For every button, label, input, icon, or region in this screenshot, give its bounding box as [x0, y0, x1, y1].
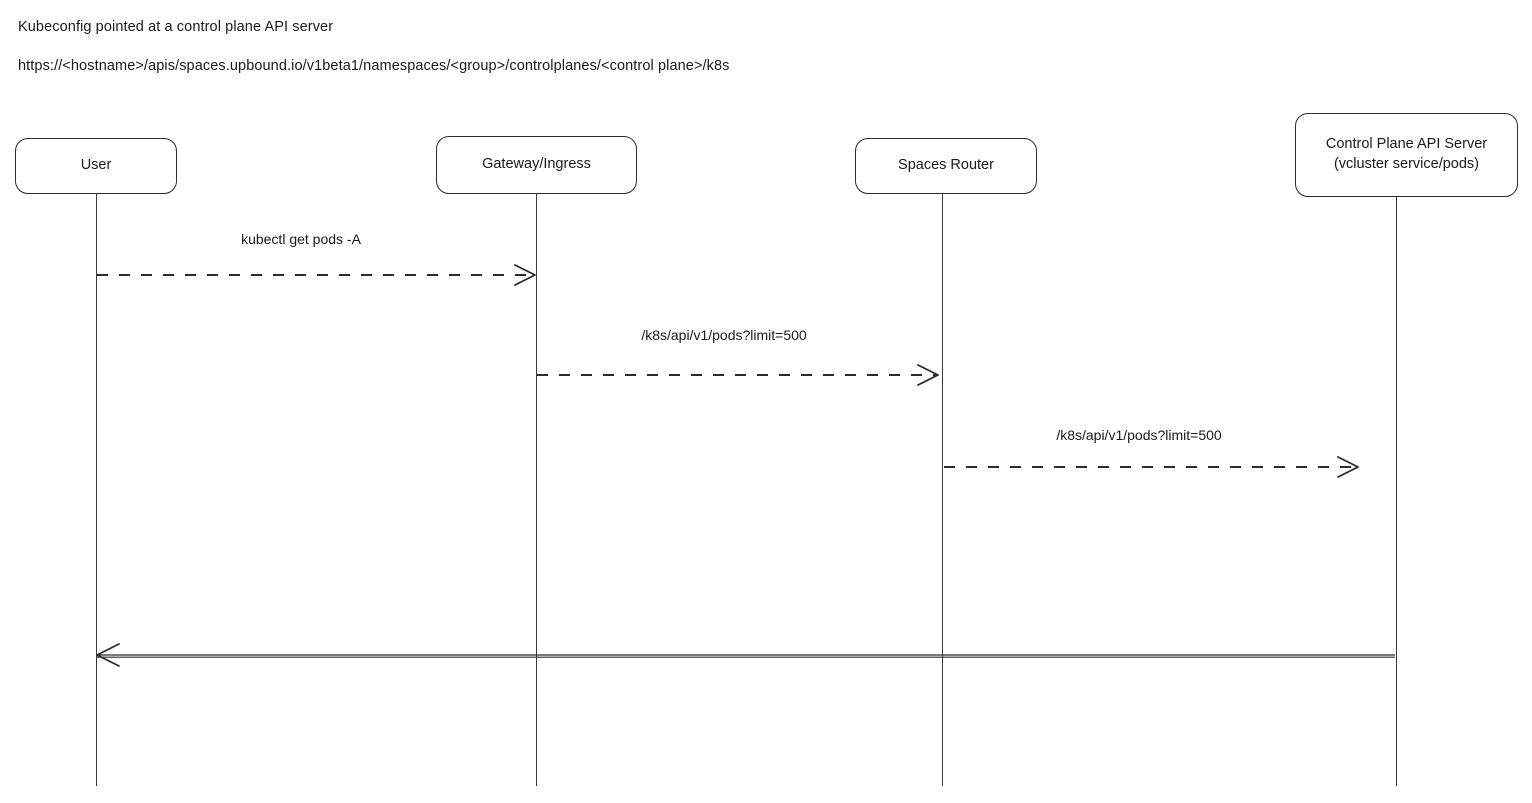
participant-user[interactable]: User	[15, 138, 177, 194]
participant-gateway[interactable]: Gateway/Ingress	[436, 136, 637, 194]
diagram-header-title: Kubeconfig pointed at a control plane AP…	[18, 19, 334, 35]
message-label-m1: kubectl get pods -A	[241, 231, 361, 247]
participant-router[interactable]: Spaces Router	[855, 138, 1037, 194]
participant-label: Control Plane API Server (vcluster servi…	[1325, 136, 1488, 172]
lifeline-gateway	[536, 194, 537, 786]
arrowhead-icon	[917, 364, 939, 386]
message-arrow-m3	[944, 456, 1359, 478]
lifeline-apiserver	[1396, 197, 1397, 786]
message-arrow-m4	[96, 643, 1395, 667]
message-arrow-m2	[537, 364, 939, 386]
message-label-m2: /k8s/api/v1/pods?limit=500	[641, 327, 807, 343]
diagram-header-url: https://<hostname>/apis/spaces.upbound.i…	[18, 58, 730, 74]
arrowhead-icon	[1337, 456, 1359, 478]
participant-label: Spaces Router	[898, 157, 994, 174]
lifeline-user	[96, 194, 97, 786]
message-arrow-m1	[97, 264, 536, 286]
arrowhead-icon	[514, 264, 536, 286]
participant-label: User	[80, 157, 112, 174]
lifeline-router	[942, 194, 943, 786]
participant-apiserver[interactable]: Control Plane API Server (vcluster servi…	[1295, 113, 1518, 197]
message-label-m3: /k8s/api/v1/pods?limit=500	[1056, 427, 1222, 443]
participant-label: Gateway/Ingress	[482, 156, 591, 173]
arrowhead-icon	[96, 643, 120, 667]
